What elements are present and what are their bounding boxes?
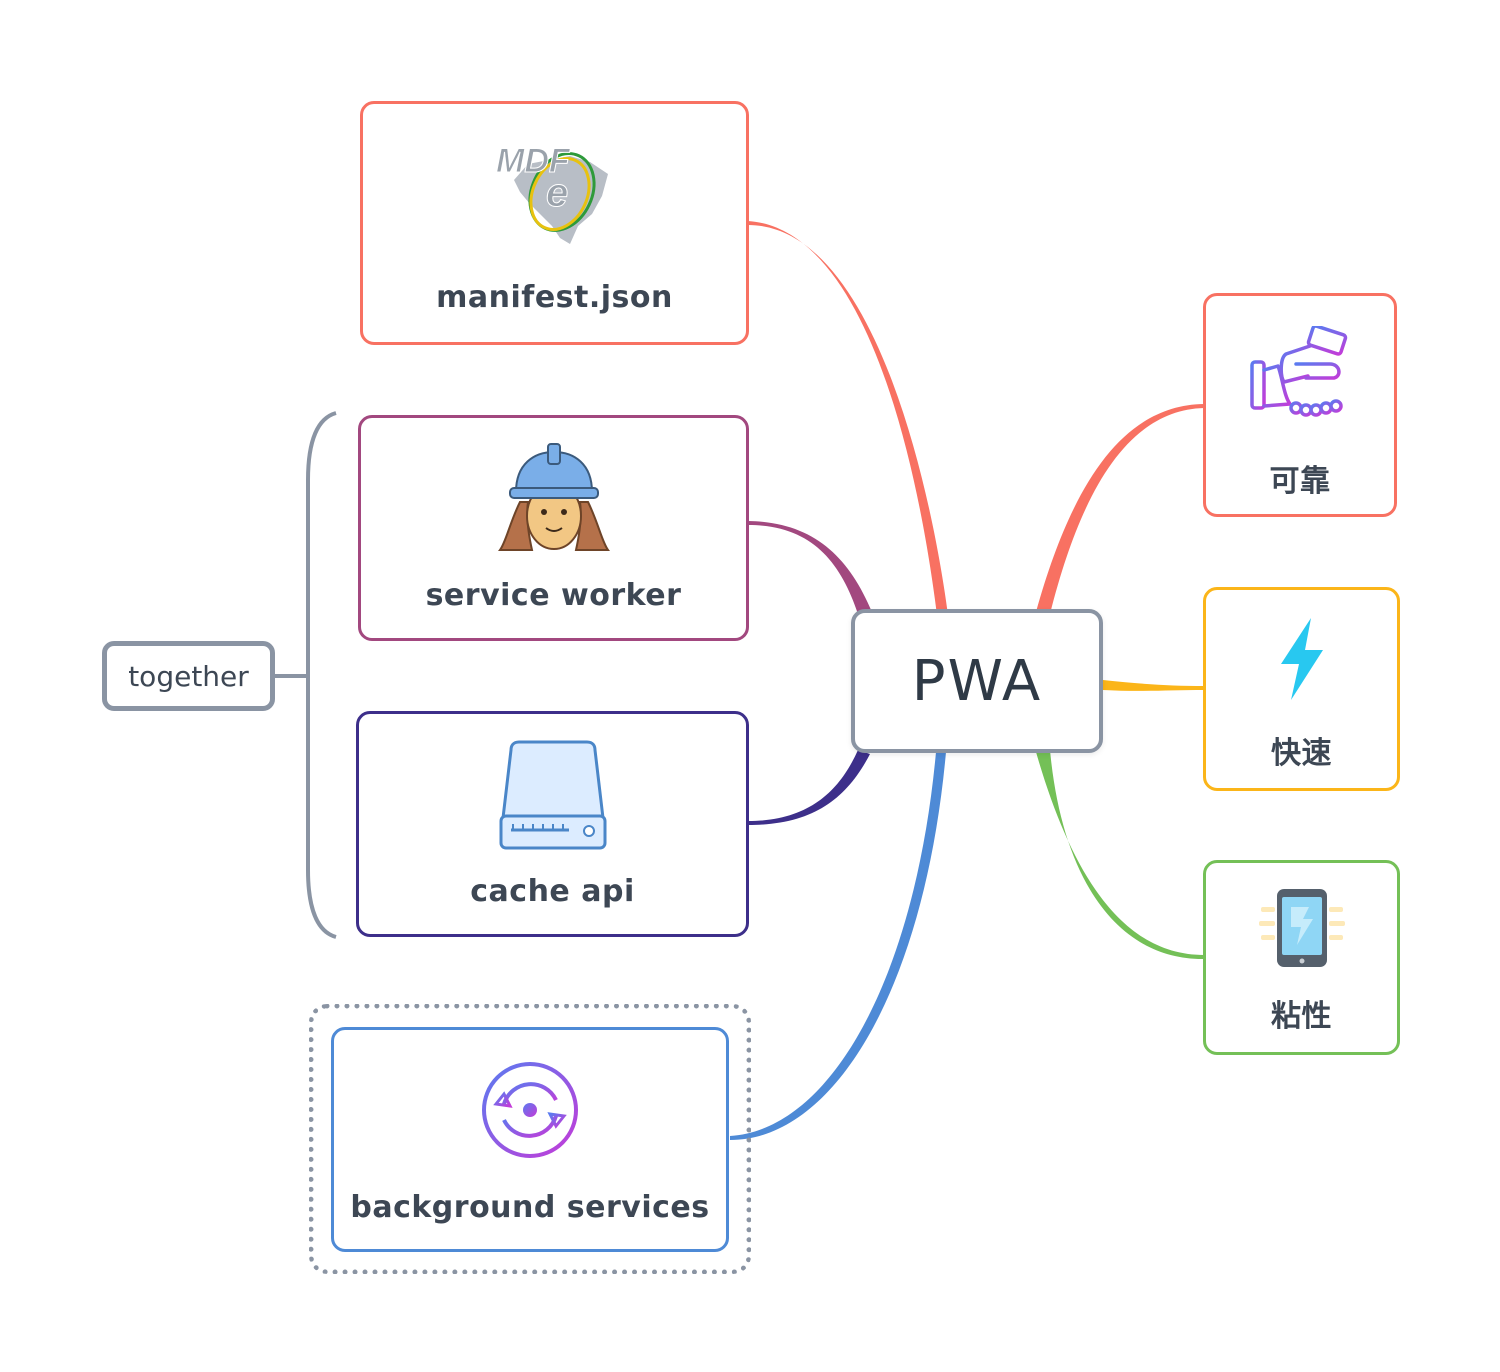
topic-label: service worker bbox=[425, 578, 682, 613]
smartphone-icon bbox=[1258, 889, 1345, 967]
topic-label: cache api bbox=[470, 874, 635, 909]
connector-manifest bbox=[748, 221, 948, 615]
mdf-e-logo-icon: MDF e bbox=[495, 142, 608, 244]
topic-label: 快速 bbox=[1271, 736, 1332, 771]
connector-engaging bbox=[1036, 750, 1204, 960]
handshake-icon bbox=[1250, 326, 1348, 417]
svg-text:e: e bbox=[546, 171, 568, 215]
connector-background-services bbox=[730, 752, 946, 1140]
hard-drive-icon bbox=[499, 740, 606, 850]
summary-together[interactable]: together bbox=[102, 641, 275, 711]
topic-cache-api[interactable]: cache api bbox=[356, 711, 749, 937]
summary-brace bbox=[306, 411, 337, 939]
topic-label: background services bbox=[350, 1190, 710, 1225]
connector-cache-api bbox=[748, 750, 870, 825]
connector-service-worker bbox=[748, 521, 872, 614]
topic-manifest-json[interactable]: MDF e manifest.json bbox=[360, 101, 749, 345]
lightning-bolt-icon bbox=[1280, 618, 1323, 700]
central-topic-label: PWA bbox=[911, 648, 1043, 714]
central-topic-pwa[interactable]: PWA bbox=[851, 609, 1103, 753]
topic-label: 粘性 bbox=[1271, 999, 1332, 1034]
topic-reliable[interactable]: 可靠 bbox=[1203, 293, 1397, 517]
topic-service-worker[interactable]: service worker bbox=[358, 415, 749, 641]
topic-engaging[interactable]: 粘性 bbox=[1203, 860, 1400, 1055]
topic-label: 可靠 bbox=[1269, 464, 1331, 499]
connector-fast bbox=[1103, 680, 1204, 691]
connector-reliable bbox=[1036, 404, 1204, 614]
worker-helmet-icon bbox=[497, 443, 610, 551]
boundary-frame bbox=[309, 1004, 751, 1274]
topic-fast[interactable]: 快速 bbox=[1203, 587, 1400, 791]
svg-text:MDF: MDF bbox=[496, 142, 571, 180]
summary-label: together bbox=[128, 659, 249, 693]
sync-circle-icon bbox=[482, 1062, 578, 1158]
topic-background-services[interactable]: background services bbox=[331, 1027, 729, 1252]
topic-label: manifest.json bbox=[436, 280, 673, 315]
